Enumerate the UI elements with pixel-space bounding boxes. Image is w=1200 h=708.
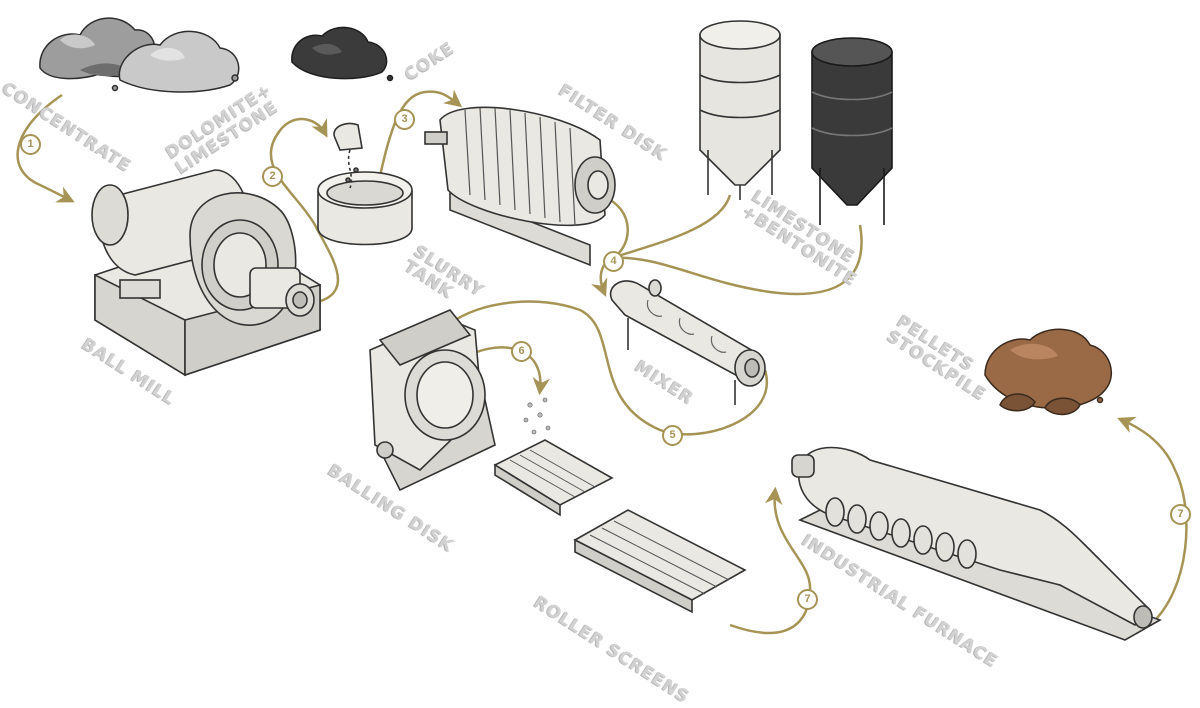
rock-pile-icon [111,30,240,93]
flow-line-7a [729,486,812,635]
flow-line-5 [443,300,769,436]
flow-line-4c [611,224,863,296]
pelletizing-process-diagram: 1 2 3 4 5 6 7 7 CONCENTRATE DOLOMITE+ LI… [0,17,1191,708]
mixer-icon [609,279,766,405]
flow-line-4b [611,194,732,260]
step-badge: 7 [1170,504,1191,525]
step-badge: 4 [603,251,624,272]
step-badge: 3 [394,109,415,130]
silo-icon [699,20,781,200]
flow-line-1 [16,93,75,203]
step-badge: 1 [20,134,41,155]
filter-disk-icon [424,106,616,267]
diagram-artwork [16,17,1188,641]
roller-screen-icon [493,397,747,614]
step-badge: 7 [797,589,818,610]
step-badge: 6 [511,341,532,362]
flow-line-2 [269,117,340,307]
balling-disk-icon [369,309,496,492]
ball-mill-icon [91,169,321,377]
furnace-icon [791,446,1162,641]
step-badge: 2 [262,166,283,187]
pellet-pile-icon [984,328,1113,416]
flow-line-3 [376,89,463,186]
silo-icon [811,37,893,225]
coke-pile-icon [291,26,394,82]
flow-lines [16,89,1188,635]
flow-line-7b [1117,416,1188,626]
step-badge: 5 [662,425,683,446]
slurry-tank-icon [317,122,413,246]
